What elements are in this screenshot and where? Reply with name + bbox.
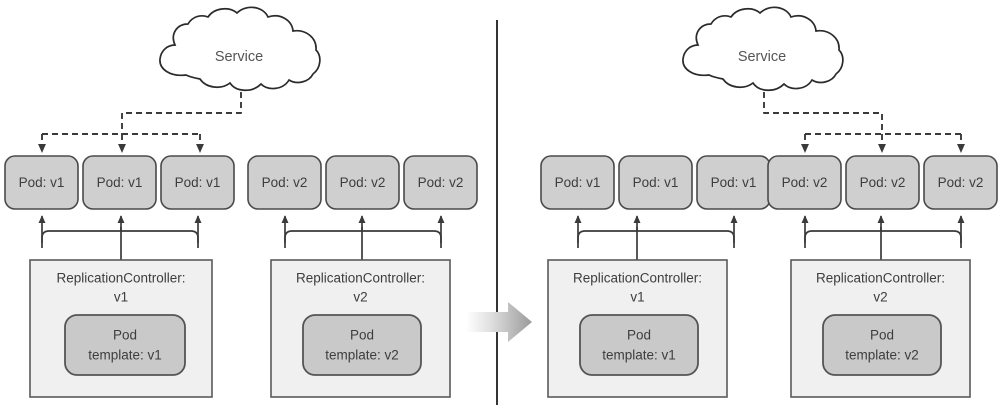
replication-controller-version: v1 <box>630 290 644 305</box>
pod-label: Pod: v1 <box>19 175 65 190</box>
pod-template[interactable]: Pod template: v2 <box>302 314 422 376</box>
service-to-pods-dashed-links <box>763 92 965 153</box>
pod-template[interactable]: Pod template: v1 <box>64 314 186 376</box>
pod-box[interactable]: Pod: v2 <box>923 155 998 210</box>
pod-template-title: Pod <box>350 328 374 343</box>
pod-box[interactable]: Pod: v1 <box>82 155 157 210</box>
replication-controller-version: v1 <box>114 290 128 305</box>
pod-box[interactable]: Pod: v2 <box>403 155 478 210</box>
pod-label: Pod: v2 <box>860 175 906 190</box>
service-cloud: Service <box>682 6 844 92</box>
pod-box[interactable]: Pod: v2 <box>247 155 322 210</box>
pod-box[interactable]: Pod: v1 <box>4 155 79 210</box>
replication-controller-version: v2 <box>353 290 367 305</box>
pod-label: Pod: v1 <box>633 175 679 190</box>
pod-template-title: Pod <box>113 328 137 343</box>
service-cloud-label: Service <box>215 49 263 65</box>
pod-label: Pod: v2 <box>262 175 308 190</box>
pod-label: Pod: v2 <box>938 175 984 190</box>
pod-label: Pod: v2 <box>340 175 386 190</box>
service-cloud: Service <box>159 6 321 92</box>
pod-template-version: template: v1 <box>88 348 162 363</box>
pod-box[interactable]: Pod: v1 <box>160 155 235 210</box>
pod-box[interactable]: Pod: v1 <box>696 155 771 210</box>
pod-template-title: Pod <box>870 328 894 343</box>
transition-arrow-icon <box>466 302 532 342</box>
pod-label: Pod: v2 <box>418 175 464 190</box>
service-cloud-label: Service <box>738 49 786 65</box>
pod-label: Pod: v1 <box>175 175 221 190</box>
after-state-panel: Service Pod: v1 Pod: v1 <box>540 6 998 398</box>
replication-controller-title: ReplicationController: <box>816 271 945 286</box>
pod-box[interactable]: Pod: v2 <box>767 155 842 210</box>
pod-box[interactable]: Pod: v1 <box>618 155 693 210</box>
pod-template-version: template: v1 <box>602 348 676 363</box>
pod-box[interactable]: Pod: v2 <box>325 155 400 210</box>
pod-group-v1: Pod: v1 Pod: v1 Pod: v1 <box>540 155 771 398</box>
replication-controller-version: v2 <box>873 290 887 305</box>
pod-label: Pod: v1 <box>97 175 143 190</box>
pod-group-v2: Pod: v2 Pod: v2 Pod: v2 <box>247 155 478 398</box>
replication-controller[interactable]: ReplicationController: v2 Pod template: … <box>790 259 971 398</box>
pod-label: Pod: v1 <box>555 175 601 190</box>
pod-template[interactable]: Pod template: v2 <box>822 314 942 376</box>
service-to-pods-dashed-links <box>38 92 242 153</box>
pod-box[interactable]: Pod: v2 <box>845 155 920 210</box>
replication-controller-title: ReplicationController: <box>56 271 185 286</box>
replication-controller[interactable]: ReplicationController: v1 Pod template: … <box>29 259 213 398</box>
before-state-panel: Service Pod: v1 Pod: v1 <box>4 6 478 398</box>
controller-to-pods-links <box>38 215 202 260</box>
controller-to-pods-links <box>281 215 445 260</box>
pod-box[interactable]: Pod: v1 <box>540 155 615 210</box>
pod-group-v1: Pod: v1 Pod: v1 Pod: v1 <box>4 155 235 398</box>
pod-template[interactable]: Pod template: v1 <box>579 314 699 376</box>
replication-controller[interactable]: ReplicationController: v2 Pod template: … <box>270 259 451 398</box>
replication-controller-title: ReplicationController: <box>573 271 702 286</box>
replication-controller-title: ReplicationController: <box>296 271 425 286</box>
replication-controller[interactable]: ReplicationController: v1 Pod template: … <box>547 259 728 398</box>
pod-label: Pod: v1 <box>711 175 757 190</box>
controller-to-pods-links <box>574 215 738 260</box>
pod-template-title: Pod <box>627 328 651 343</box>
controller-to-pods-links <box>801 215 965 260</box>
pod-template-version: template: v2 <box>845 348 919 363</box>
pod-group-v2: Pod: v2 Pod: v2 Pod: v2 <box>767 155 998 398</box>
pod-label: Pod: v2 <box>782 175 828 190</box>
pod-template-version: template: v2 <box>325 348 399 363</box>
